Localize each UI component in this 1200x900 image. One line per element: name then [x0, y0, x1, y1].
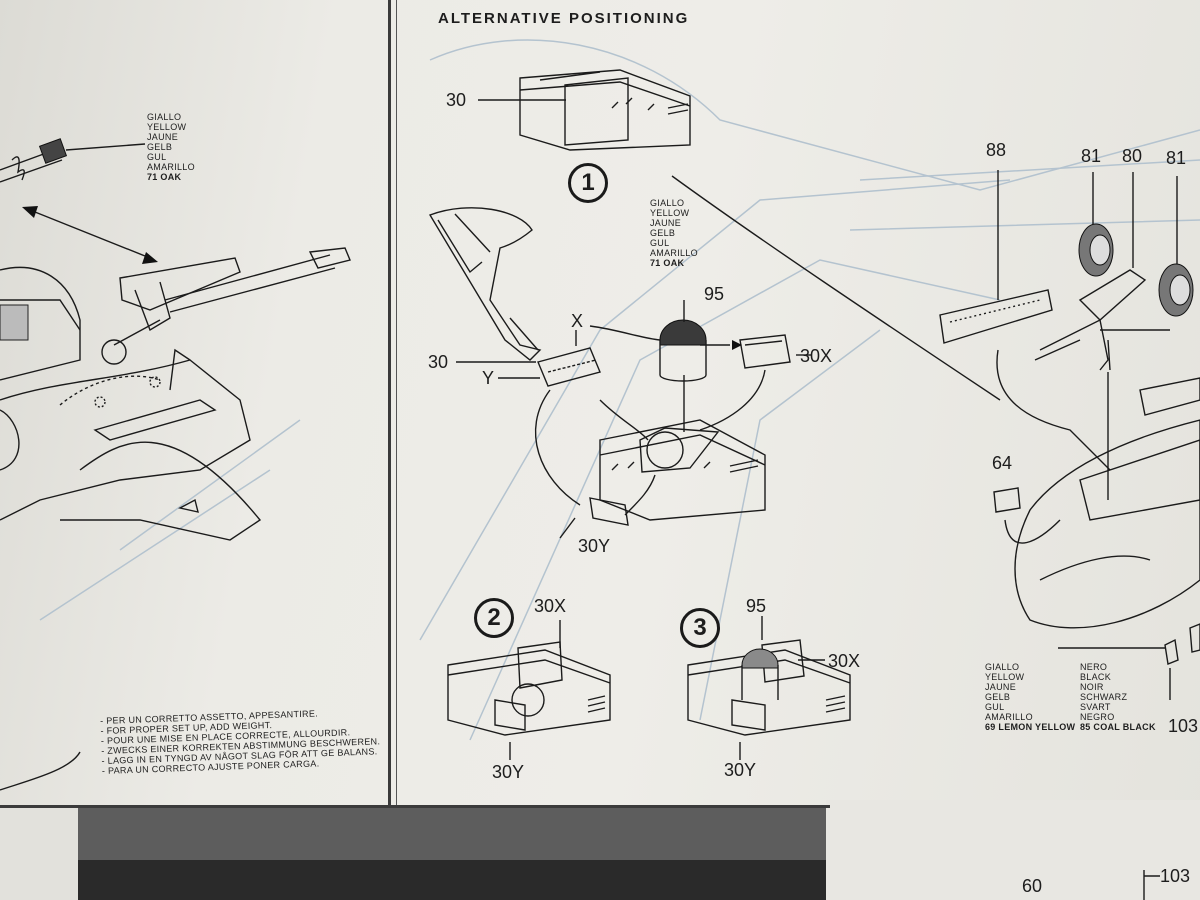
part-30y-label-step3: 30Y — [724, 760, 757, 780]
color-name-sv: GUL — [650, 238, 670, 248]
step-2-number: 2 — [474, 598, 514, 638]
color-name-es: AMARILLO — [147, 162, 195, 172]
color-name-es: AMARILLO — [985, 712, 1033, 722]
bottom-divider — [0, 805, 830, 808]
part-103-label-bottom: 103 — [1160, 866, 1191, 886]
color-name-fr: JAUNE — [650, 218, 682, 228]
part-88-label: 88 — [986, 140, 1007, 160]
color-name-fr: NOIR — [1080, 682, 1104, 692]
paint-code: 85 COAL BLACK — [1080, 722, 1156, 732]
part-103-label: 103 — [1168, 716, 1199, 736]
page-divider-inner — [396, 0, 397, 812]
right-black-callout: NERO BLACK NOIR SCHWARZ SVART NEGRO 85 C… — [1080, 662, 1156, 732]
bottom-right-paper — [826, 800, 1200, 900]
part-30-label-step1: 30 — [428, 352, 449, 372]
part-y-label: Y — [482, 368, 495, 388]
color-name-en: BLACK — [1080, 672, 1112, 682]
color-name-sv: GUL — [985, 702, 1005, 712]
color-name-it: NERO — [1080, 662, 1108, 672]
page-divider-left — [388, 0, 391, 812]
part-30x-label-step3: 30X — [828, 651, 861, 671]
paint-code: 69 LEMON YELLOW — [985, 722, 1076, 732]
part-x-label: X — [571, 311, 584, 331]
color-name-fr: JAUNE — [147, 132, 179, 142]
part-30-label: 30 — [446, 90, 467, 110]
center-color-callout: GIALLO YELLOW JAUNE GELB GUL AMARILLO 71… — [650, 198, 698, 268]
part-81-label-right: 81 — [1166, 148, 1187, 168]
part-30x-label-step1: 30X — [800, 346, 833, 366]
color-name-en: YELLOW — [985, 672, 1025, 682]
part-60-label: 60 — [1022, 876, 1043, 896]
color-name-de: GELB — [650, 228, 676, 238]
color-name-de: GELB — [147, 142, 173, 152]
part-30x-label-step2: 30X — [534, 596, 567, 616]
color-name-sv: GUL — [147, 152, 167, 162]
part-30y-label-step2: 30Y — [492, 762, 525, 782]
color-name-it: GIALLO — [147, 112, 182, 122]
part-30y-label-step1: 30Y — [578, 536, 611, 556]
color-name-de: GELB — [985, 692, 1011, 702]
part-95-label: 95 — [704, 284, 725, 304]
part-81-label-left: 81 — [1081, 146, 1102, 166]
color-name-es: NEGRO — [1080, 712, 1115, 722]
section-title: ALTERNATIVE POSITIONING — [438, 10, 690, 27]
part-64-label: 64 — [992, 453, 1013, 473]
step-3-number: 3 — [680, 608, 720, 648]
part-80-label: 80 — [1122, 146, 1143, 166]
right-yellow-callout: GIALLO YELLOW JAUNE GELB GUL AMARILLO 69… — [985, 662, 1075, 732]
color-name-es: AMARILLO — [650, 248, 698, 258]
color-name-it: GIALLO — [650, 198, 685, 208]
part-95-label-step3: 95 — [746, 596, 767, 616]
paint-code: 71 OAK — [650, 258, 685, 268]
color-name-it: GIALLO — [985, 662, 1020, 672]
paint-code: 71 OAK — [147, 172, 182, 182]
step-1-number: 1 — [568, 163, 608, 203]
color-name-en: YELLOW — [650, 208, 690, 218]
bottom-photo-dark — [78, 860, 826, 900]
left-color-callout: GIALLO YELLOW JAUNE GELB GUL AMARILLO 71… — [147, 112, 195, 182]
color-name-sv: SVART — [1080, 702, 1111, 712]
color-name-fr: JAUNE — [985, 682, 1017, 692]
color-name-de: SCHWARZ — [1080, 692, 1128, 702]
color-name-en: YELLOW — [147, 122, 187, 132]
bottom-left-paper — [0, 808, 78, 900]
